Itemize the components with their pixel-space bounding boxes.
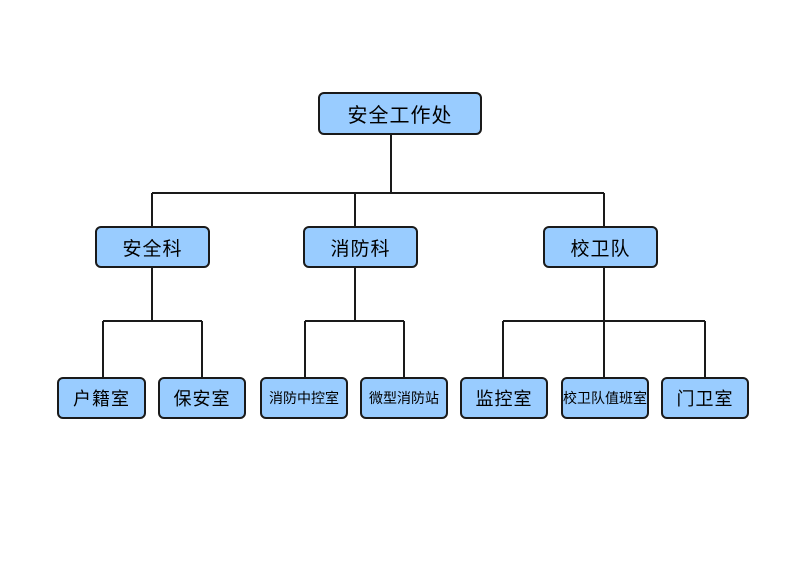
unit-node-1-2: 保安室	[158, 377, 246, 419]
unit-node-2-2: 微型消防站	[360, 377, 448, 419]
department-node-2: 消防科	[303, 226, 418, 268]
unit-node-3-1: 监控室	[460, 377, 548, 419]
department-node-3: 校卫队	[543, 226, 658, 268]
unit-node-1-1: 户籍室	[57, 377, 146, 419]
unit-node-3-3: 门卫室	[661, 377, 749, 419]
department-node-1: 安全科	[95, 226, 210, 268]
unit-node-2-1: 消防中控室	[260, 377, 348, 419]
root-node: 安全工作处	[318, 92, 482, 135]
unit-node-3-2: 校卫队值班室	[561, 377, 649, 419]
